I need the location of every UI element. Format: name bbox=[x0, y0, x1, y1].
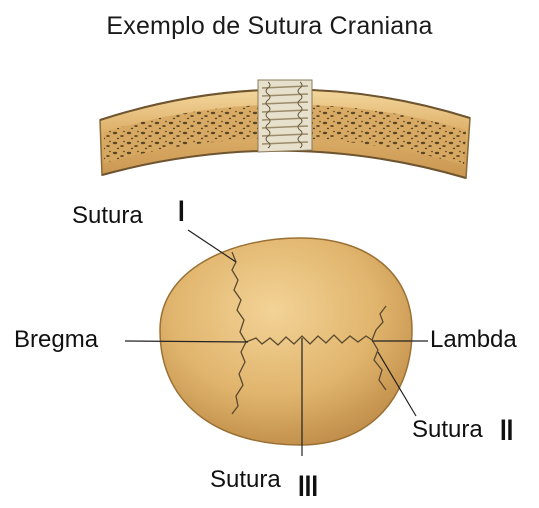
label-lambda: Lambda bbox=[430, 326, 517, 354]
label-sutura-ii-numeral: II bbox=[500, 414, 513, 448]
suture-interlock bbox=[258, 80, 312, 152]
label-bregma: Bregma bbox=[14, 326, 98, 354]
label-sutura-iii-numeral: III bbox=[298, 470, 318, 504]
label-sutura-i-numeral: I bbox=[178, 195, 185, 229]
label-sutura-iii: Sutura bbox=[210, 466, 281, 494]
label-sutura-i: Sutura bbox=[72, 202, 143, 230]
bone-cross-section bbox=[100, 80, 470, 178]
label-sutura-ii: Sutura bbox=[412, 416, 483, 444]
